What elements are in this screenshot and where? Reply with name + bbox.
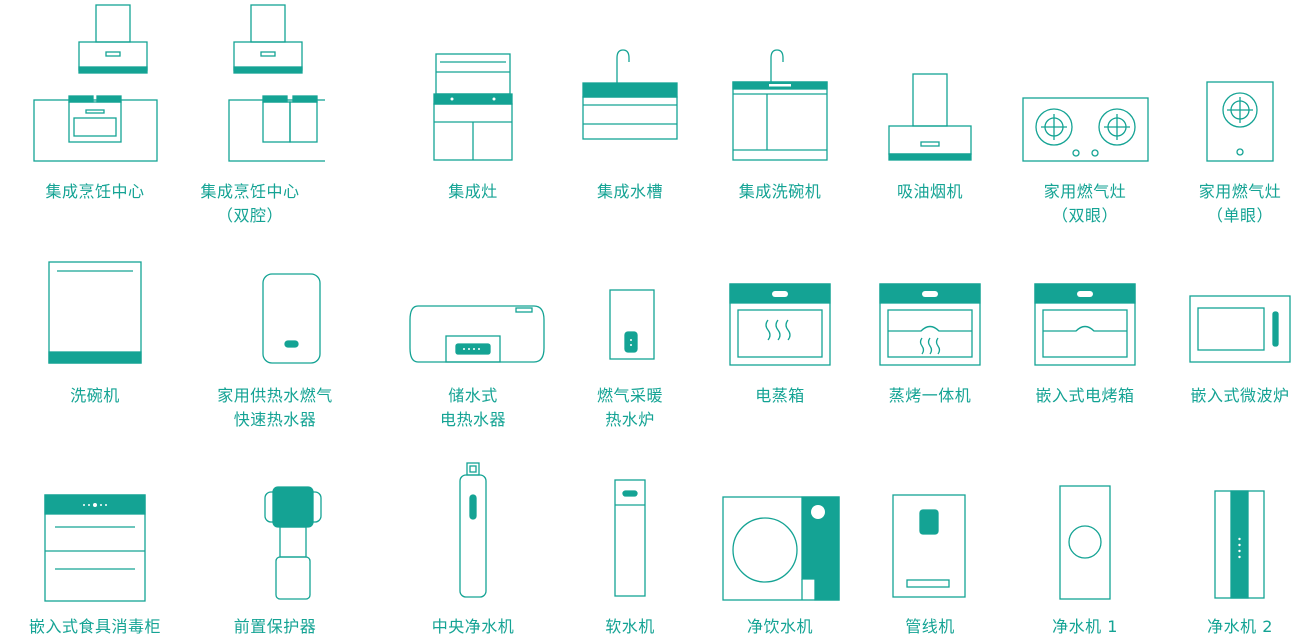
integrated-cooking-center-icon xyxy=(33,4,158,162)
gas-stove-double-icon xyxy=(1022,97,1149,162)
electric-steamer-icon xyxy=(729,283,831,366)
product-label: 净饮水机 xyxy=(746,617,813,636)
product-label: 燃气采暖 热水炉 xyxy=(596,386,663,429)
disinfection-cabinet-icon xyxy=(44,494,146,602)
built-in-oven-icon xyxy=(1034,283,1136,366)
product-label: 嵌入式电烤箱 xyxy=(1035,386,1135,405)
pipeline-dispenser-icon xyxy=(892,494,966,598)
product-label: 家用燃气灶 （单眼） xyxy=(1198,182,1282,225)
product-label: 洗碗机 xyxy=(70,386,120,405)
gas-heating-boiler-icon xyxy=(609,289,655,360)
gas-stove-single-icon xyxy=(1206,81,1274,162)
water-purifier-1-icon xyxy=(1059,485,1111,600)
integrated-dishwasher-icon xyxy=(732,49,828,161)
product-label: 管线机 xyxy=(905,617,955,636)
steam-oven-combo-icon xyxy=(879,283,981,366)
product-label: 电蒸箱 xyxy=(755,386,805,405)
water-softener-icon xyxy=(614,479,646,597)
pre-filter-icon xyxy=(264,486,322,600)
product-label: 嵌入式微波炉 xyxy=(1190,386,1290,405)
product-label: 中央净水机 xyxy=(431,617,515,636)
product-label: 净水机 1 xyxy=(1052,617,1118,636)
dishwasher-icon xyxy=(48,261,142,364)
product-label: 净水机 2 xyxy=(1207,617,1273,636)
product-label: 集成烹饪中心 xyxy=(45,182,145,201)
product-label: 家用供热水燃气 快速热水器 xyxy=(217,386,333,429)
integrated-stove-icon xyxy=(433,53,513,161)
integrated-sink-icon xyxy=(582,49,678,140)
product-label: 储水式 电热水器 xyxy=(439,386,506,429)
product-label: 前置保护器 xyxy=(233,617,317,636)
product-label: 家用燃气灶 （双眼） xyxy=(1043,182,1127,225)
storage-electric-water-heater-icon xyxy=(409,305,545,363)
gas-water-heater-icon xyxy=(262,273,321,364)
product-label: 集成灶 xyxy=(448,182,498,201)
water-purifier-2-icon xyxy=(1214,490,1265,599)
integrated-cooking-center-double-icon xyxy=(228,4,325,162)
product-label: 软水机 xyxy=(605,617,655,636)
product-label: 集成水槽 xyxy=(596,182,663,201)
built-in-microwave-icon xyxy=(1189,295,1291,363)
range-hood-icon xyxy=(888,73,972,161)
product-label: 集成洗碗机 xyxy=(738,182,822,201)
product-label: 嵌入式食具消毒柜 xyxy=(28,617,161,636)
product-label: 集成烹饪中心 （双腔） xyxy=(200,182,300,225)
drinking-water-machine-icon xyxy=(722,496,840,601)
product-label: 蒸烤一体机 xyxy=(888,386,972,405)
central-water-purifier-icon xyxy=(459,462,487,598)
product-label: 吸油烟机 xyxy=(896,182,963,201)
